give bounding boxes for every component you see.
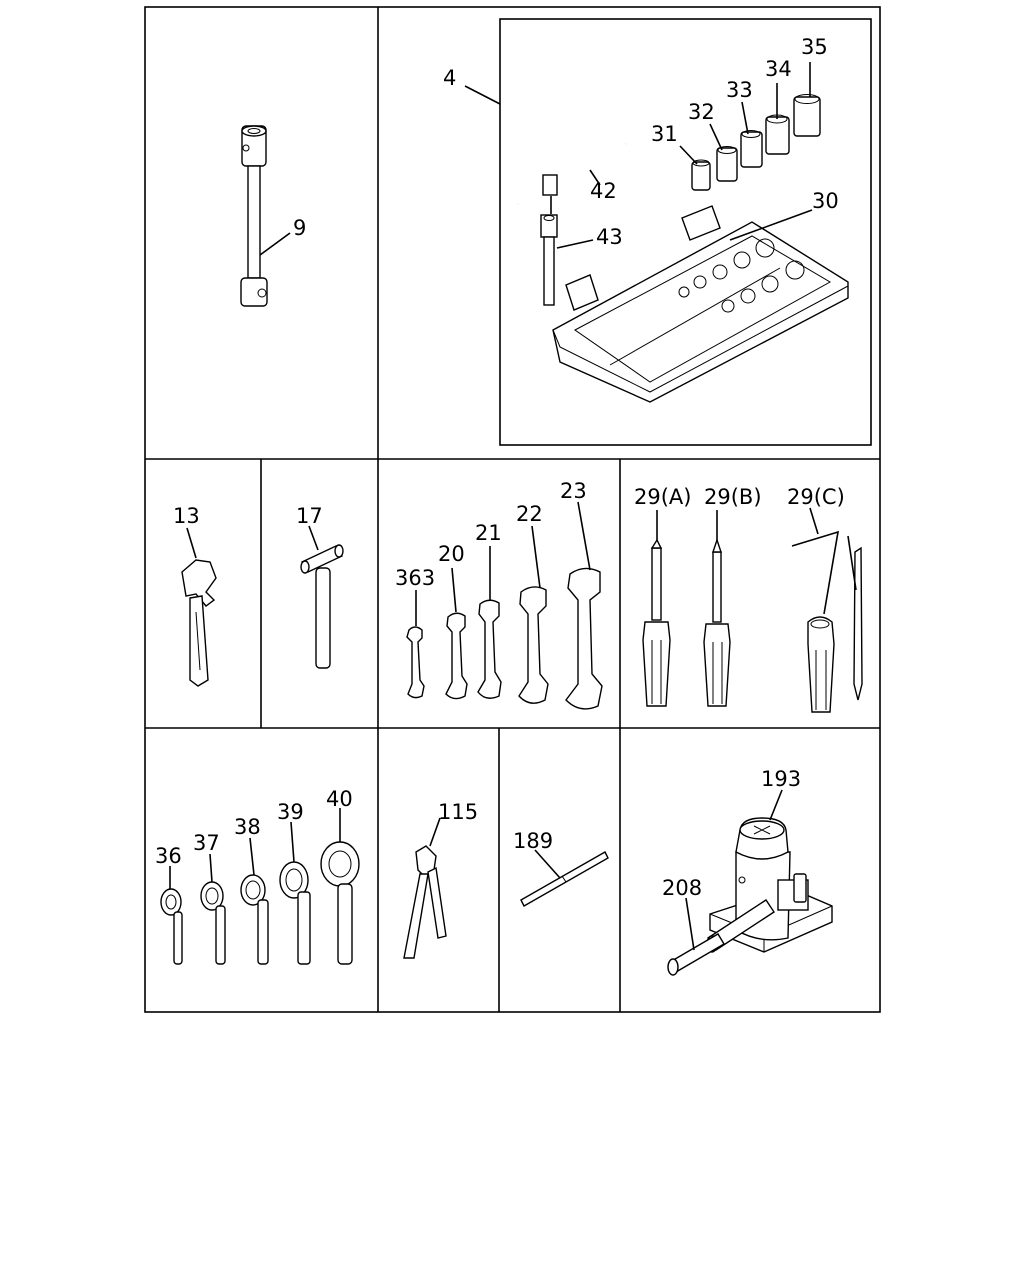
part-label-38: 38	[234, 815, 261, 839]
open-end-wrenches-drawing	[406, 501, 603, 710]
part-label-193: 193	[761, 767, 801, 791]
part-label-35: 35	[801, 35, 828, 59]
part-label-34: 34	[765, 57, 792, 81]
part-label-29c: 29(C)	[787, 485, 845, 509]
pliers-drawing	[403, 817, 447, 959]
hammer-drawing	[300, 525, 344, 669]
part-label-29b: 29(B)	[704, 485, 762, 509]
ring-wrenches-drawing	[160, 808, 360, 965]
part-label-30: 30	[812, 189, 839, 213]
part-label-13: 13	[173, 504, 200, 528]
part-label-22: 22	[516, 502, 543, 526]
part-label-23: 23	[560, 479, 587, 503]
part-label-363: 363	[395, 566, 435, 590]
diagram-frame	[144, 6, 881, 1013]
screwdrivers-drawing	[642, 507, 863, 713]
bottle-jack-drawing	[667, 789, 833, 976]
part-label-29a: 29(A)	[634, 485, 691, 509]
part-label-33: 33	[726, 78, 753, 102]
box-wrench-drawing	[240, 125, 291, 307]
part-label-4: 4	[443, 66, 456, 90]
part-label-31: 31	[651, 122, 678, 146]
pin-bar-drawing	[520, 849, 609, 907]
part-label-9: 9	[293, 216, 306, 240]
part-label-32: 32	[688, 100, 715, 124]
part-label-208: 208	[662, 876, 702, 900]
part-label-189: 189	[513, 829, 553, 853]
part-label-37: 37	[193, 831, 220, 855]
tool-case-drawing	[464, 62, 849, 403]
part-label-39: 39	[277, 800, 304, 824]
part-label-36: 36	[155, 844, 182, 868]
part-label-43: 43	[596, 225, 623, 249]
part-label-40: 40	[326, 787, 353, 811]
part-label-21: 21	[475, 521, 502, 545]
adjustable-wrench-drawing	[181, 527, 217, 687]
part-label-42: 42	[590, 179, 617, 203]
part-label-20: 20	[438, 542, 465, 566]
part-label-17: 17	[296, 504, 323, 528]
part-label-115: 115	[438, 800, 478, 824]
